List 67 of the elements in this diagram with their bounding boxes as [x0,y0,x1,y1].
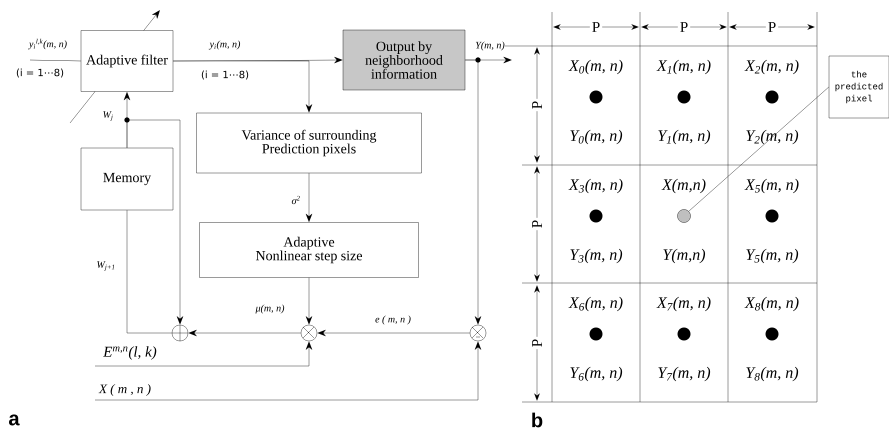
output-box: Output by neighborhood information [342,30,466,90]
node-label: X$_{1}$(m, n) [656,60,711,74]
node-label: Y$_{8}$(m, n) [746,366,798,382]
node-label: X$_{7}$(m, n) [656,296,711,312]
predicted-pixel-dot [677,209,691,223]
edge-label: Y(m, n) [476,41,504,51]
connector-line [30,60,81,62]
grid-cell: X$_{0}$(m, n) Y$_{0}$(m, n) [568,60,623,144]
grid-cell: X$_{8}$(m, n) Y$_{8}$(m, n) [744,296,799,382]
adder-symbol [172,324,188,342]
panel-label: b [532,412,542,428]
grid-cell: X$_{3}$(m, n) Y$_{3}$(m, n) [568,178,623,264]
dimension-label: P [530,336,544,350]
index-range-label: (i = 1⋯8) [16,68,64,78]
node-label: Y$_{5}$(m, n) [746,248,798,264]
node-label: X$_{5}$(m, n) [744,178,799,194]
node-label: Y$_{7}$(m, n) [658,366,710,382]
arrow [173,60,312,112]
grid-cell: X$_{1}$(m, n) Y$_{1}$(m, n) [656,60,711,144]
edge-label: E$^{m,n}$(l, k) [103,346,156,360]
node-label: Y$_{6}$(m, n) [570,366,622,382]
process-box: Variance of surrounding Prediction pixels [196,112,422,174]
arrow [306,173,312,222]
node-label: X$_{3}$(m, n) [568,178,623,194]
arrow [188,330,301,336]
grid-cell: X(m,n) Y(m,n) [661,178,706,264]
grid-cell: X$_{5}$(m, n) Y$_{5}$(m, n) [744,178,799,264]
grid-cell: X$_{6}$(m, n) Y$_{6}$(m, n) [568,296,623,382]
arrow [94,342,482,400]
memory-box: Memory [80,148,174,210]
node-label: Y$_{0}$(m, n) [570,130,622,144]
panel-label: a [9,414,20,426]
arrow [306,278,312,324]
node-label: Y$_{3}$(m, n) [570,248,622,264]
callout-box: the predicted pixel [828,56,889,118]
node-label: Y$_{2}$(m, n) [746,130,798,144]
edge-label: μ(m, n) [256,304,284,314]
multiplier-symbol [470,324,486,342]
edge-label: X ( m , n ) [98,384,151,396]
arrow [318,330,470,336]
arrow [465,60,482,324]
dimension-label: P [530,218,544,230]
node-label: Y$_{1}$(m, n) [658,130,710,144]
dimension-label: P [678,20,690,34]
arrow [94,342,312,366]
dimension-label: P [766,20,778,34]
connector-line [126,210,172,334]
edge-label: e ( m, n ) [375,315,411,325]
grid-cell: X$_{2}$(m, n) Y$_{2}$(m, n) [744,60,799,144]
edge-label: W$_{j}$ [103,111,113,121]
arrow [126,120,184,324]
multiplier-symbol [300,324,318,342]
node-label: X$_{6}$(m, n) [568,296,623,312]
node-label: X$_{2}$(m, n) [744,60,799,74]
dimension-label: P [530,98,544,112]
edge-label: W$_{j+1}$ [97,261,114,271]
edge-label: y$_{i}$$^{l,k}$(m, n) [28,38,67,50]
filter-box: Adaptive filter [80,30,174,92]
edge-label: σ$^{2}$ [292,196,300,204]
leader-line [688,86,829,212]
process-box: Adaptive Nonlinear step size [199,222,419,278]
node-label: X$_{0}$(m, n) [568,60,623,74]
grid-cell: X$_{7}$(m, n) Y$_{7}$(m, n) [656,296,711,382]
index-range-label: (i = 1⋯8) [202,70,248,80]
dimension-label: P [590,20,602,34]
edge-label: y$_{i}$(m, n) [208,40,240,50]
node-label: X$_{8}$(m, n) [744,296,799,312]
